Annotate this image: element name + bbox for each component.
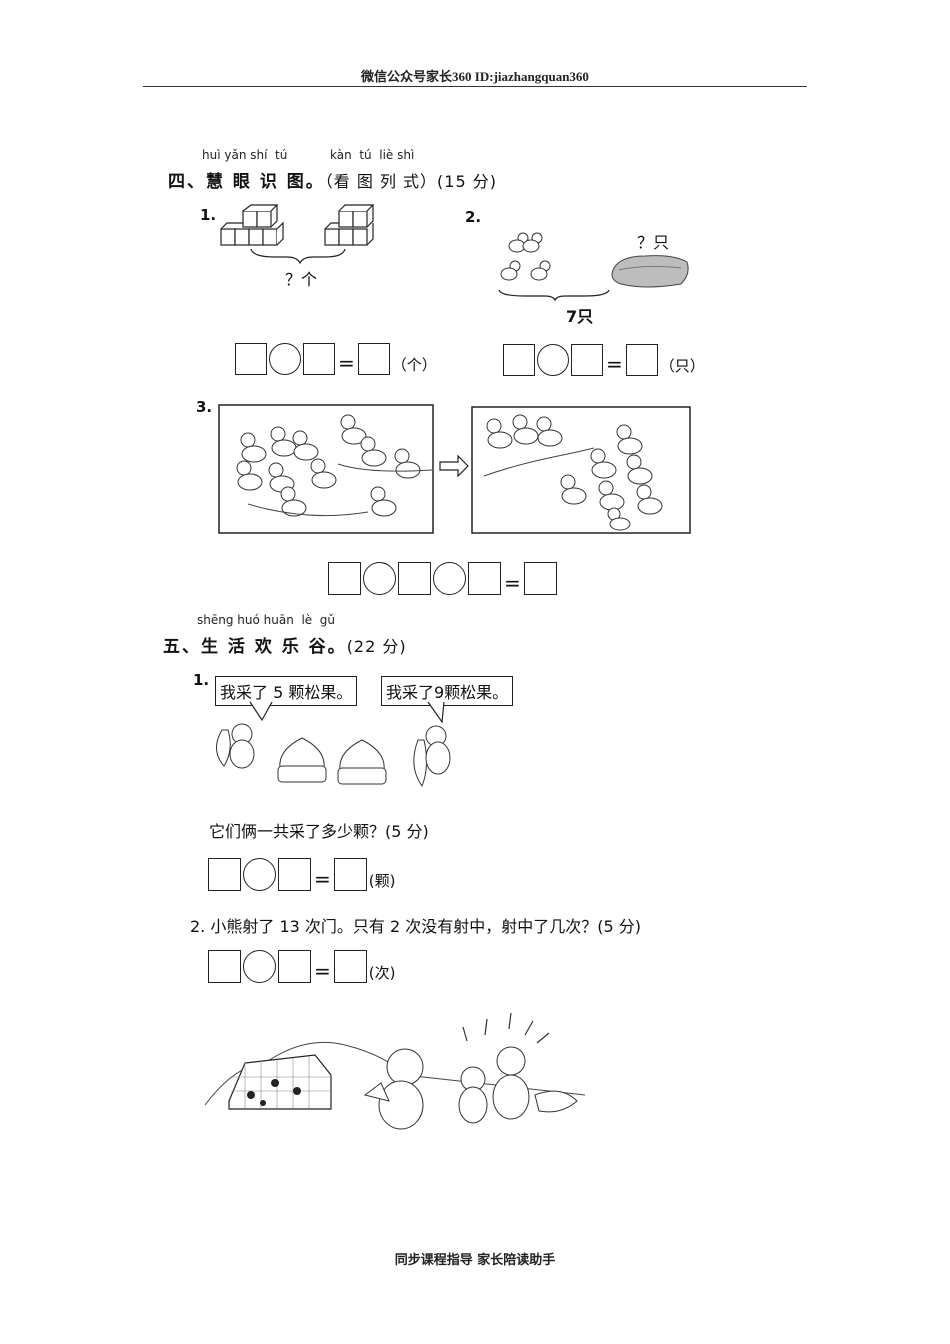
- section4-pinyin-title: huì yǎn shí tú: [202, 148, 288, 162]
- s5-q1-number: 1.: [193, 671, 210, 689]
- answer-box[interactable]: [503, 344, 535, 376]
- equals-sign: =: [504, 571, 521, 595]
- q2-equation: = （只）: [503, 344, 705, 376]
- s5-q1-equation: = (颗): [208, 858, 395, 891]
- ducks-pond-illustration: [218, 404, 691, 534]
- section5-pinyin-title: shēng huó huān lè gǔ: [197, 613, 336, 627]
- q2-number: 2.: [465, 208, 482, 226]
- bear-soccer-illustration: [204, 1012, 586, 1130]
- section5-title-text: 五、生 活 欢 乐 谷。: [163, 637, 347, 657]
- q1-equation: = （个）: [235, 343, 437, 375]
- result-box[interactable]: [333, 858, 367, 891]
- answer-box[interactable]: [328, 562, 361, 595]
- s5-q2-question: 2. 小熊射了 13 次门。只有 2 次没有射中，射中了几次？(5 分): [190, 917, 641, 936]
- page-footer: 同步课程指导 家长陪读助手: [394, 1253, 556, 1268]
- q2-unit: （只）: [659, 357, 705, 375]
- q3-number: 3.: [196, 398, 213, 416]
- operator-circle[interactable]: [537, 344, 569, 376]
- equals-sign: =: [314, 867, 331, 891]
- section4-score: （看 图 列 式）(15 分): [324, 172, 497, 191]
- q1-brace-label: ？个: [285, 270, 318, 289]
- squirrels-baskets-illustration: [216, 701, 451, 788]
- s5-q1-unit: (颗): [368, 872, 396, 890]
- s5-q1-question: 它们俩一共采了多少颗？(5 分): [209, 822, 429, 841]
- result-box[interactable]: [333, 950, 367, 983]
- section5-score: (22 分): [346, 637, 407, 656]
- equals-sign: =: [606, 352, 623, 376]
- equals-sign: =: [314, 959, 331, 983]
- operator-circle[interactable]: [243, 950, 276, 983]
- section5-title: 五、生 活 欢 乐 谷。(22 分): [163, 632, 407, 657]
- section4-title-text: 四、慧 眼 识 图。: [168, 172, 325, 192]
- section4-title: 四、慧 眼 识 图。（看 图 列 式）(15 分): [168, 167, 497, 192]
- page-header: 微信公众号家长360 ID:jiazhangquan360: [361, 69, 589, 84]
- result-box[interactable]: [357, 343, 390, 375]
- answer-box[interactable]: [468, 562, 501, 595]
- answer-box[interactable]: [208, 950, 241, 983]
- operator-circle[interactable]: [363, 562, 396, 595]
- answer-box[interactable]: [278, 858, 311, 891]
- speech-bubble-left: 我采了 5 颗松果。: [215, 676, 358, 706]
- answer-box[interactable]: [571, 344, 603, 376]
- q1-number: 1.: [200, 206, 217, 224]
- s5-q2-equation: = (次): [208, 950, 395, 983]
- q3-equation: =: [328, 562, 557, 595]
- result-box[interactable]: [625, 344, 658, 376]
- answer-box[interactable]: [303, 343, 335, 375]
- s5-q2-unit: (次): [368, 964, 396, 982]
- operator-circle[interactable]: [269, 343, 301, 375]
- chicks-and-nest-illustration: [498, 232, 689, 302]
- cube-blocks-illustration: [220, 204, 375, 265]
- result-box[interactable]: [523, 562, 557, 595]
- section4-pinyin-subtitle: kàn tú liè shì: [330, 148, 415, 162]
- operator-circle[interactable]: [433, 562, 466, 595]
- equals-sign: =: [338, 351, 355, 375]
- answer-box[interactable]: [278, 950, 311, 983]
- answer-box[interactable]: [235, 343, 267, 375]
- operator-circle[interactable]: [243, 858, 276, 891]
- speech-bubble-right: 我采了9颗松果。: [381, 676, 514, 706]
- q2-unknown-label: ？只: [637, 233, 670, 252]
- header-rule: [143, 86, 807, 87]
- q2-total-label: 7只: [566, 307, 594, 326]
- answer-box[interactable]: [398, 562, 431, 595]
- answer-box[interactable]: [208, 858, 241, 891]
- q1-unit: （个）: [391, 356, 437, 374]
